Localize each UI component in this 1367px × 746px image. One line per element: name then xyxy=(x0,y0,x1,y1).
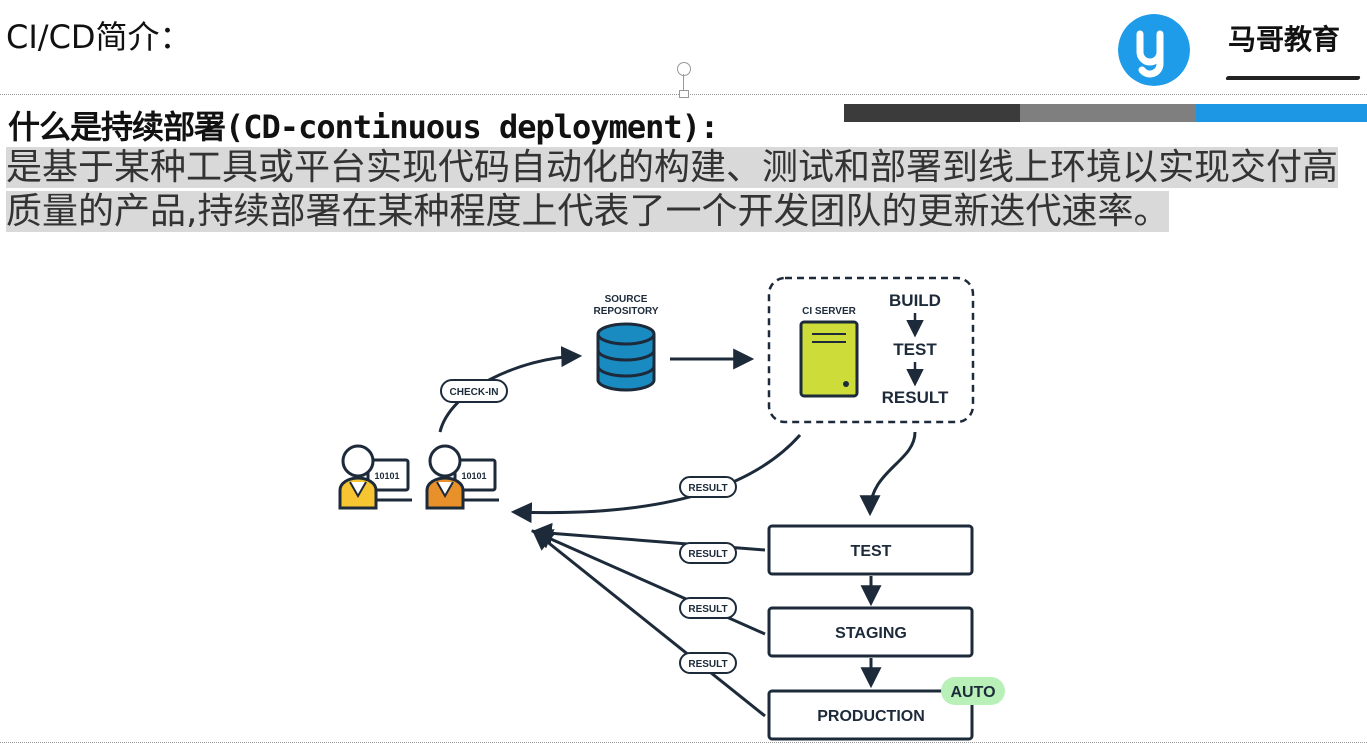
highlighted-text: 是基于某种工具或平台实现代码自动化的构建、测试和部署到线上环境以实现交付高质量的… xyxy=(6,147,1339,232)
brand-logo: 马哥教育 IT人的高薪职业学院 xyxy=(1118,14,1361,92)
logo-mark-icon xyxy=(1118,14,1190,86)
ci-test-label: TEST xyxy=(893,340,937,359)
ci-server-box xyxy=(767,276,975,424)
stage-test-box xyxy=(767,524,974,576)
ci-result-return-arrow xyxy=(510,434,802,524)
source-repo-label-2: REPOSITORY xyxy=(593,306,658,317)
decor-bar-dark xyxy=(844,104,1020,122)
database-icon xyxy=(596,322,656,392)
result-label-2: RESULT xyxy=(688,549,727,560)
result-pill-1 xyxy=(679,476,737,498)
brand-slogan: IT人的高薪职业学院 xyxy=(1228,62,1337,76)
decor-bar-blue xyxy=(1196,104,1367,122)
ci-result-label: RESULT xyxy=(882,388,949,407)
ci-build-label: BUILD xyxy=(889,291,941,310)
stage-staging-label: STAGING xyxy=(835,625,907,642)
result-label-1: RESULT xyxy=(688,483,727,494)
result-pill-4 xyxy=(679,652,737,674)
stage-staging-box xyxy=(767,606,974,658)
result-label-3: RESULT xyxy=(688,604,727,615)
production-result-arrow xyxy=(531,529,766,718)
stage-production-box xyxy=(767,689,974,741)
source-repo-label-1: SOURCE xyxy=(605,294,648,305)
stage-production-label: PRODUCTION xyxy=(817,708,925,725)
laptop-code-1: 10101 xyxy=(374,471,399,481)
section-heading: 什么是持续部署(CD-continuous deployment): xyxy=(8,108,719,146)
ci-server-label: CI SERVER xyxy=(802,306,856,317)
check-in-label: CHECK-IN xyxy=(450,387,499,398)
rotate-stem xyxy=(683,74,684,92)
developer-1-icon: 10101 xyxy=(338,444,412,510)
decor-bar-grey xyxy=(1020,104,1196,122)
auto-badge xyxy=(941,677,1005,705)
bottom-separator xyxy=(0,742,1367,743)
result-pill-2 xyxy=(679,542,737,564)
laptop-code-2: 10101 xyxy=(461,471,486,481)
cd-definition-paragraph: 是基于某种工具或平台实现代码自动化的构建、测试和部署到线上环境以实现交付高质量的… xyxy=(6,146,1358,234)
developer-2-icon: 10101 xyxy=(425,444,499,510)
resize-handle[interactable] xyxy=(679,90,689,98)
server-icon xyxy=(799,320,859,398)
result-pill-3 xyxy=(679,597,737,619)
slide-title: CI/CD简介： xyxy=(6,18,192,56)
cd-pipeline-diagram: SOURCE REPOSITORY CI SERVER BUILD TEST R… xyxy=(338,276,1005,741)
check-in-pill xyxy=(440,379,508,403)
result-label-4: RESULT xyxy=(688,659,727,670)
rotate-handle-icon[interactable] xyxy=(677,62,691,76)
ci-to-test-arrow xyxy=(859,431,917,517)
stage-test-label: TEST xyxy=(851,543,892,560)
brand-name: 马哥教育 xyxy=(1228,23,1341,56)
auto-label: AUTO xyxy=(950,684,995,701)
